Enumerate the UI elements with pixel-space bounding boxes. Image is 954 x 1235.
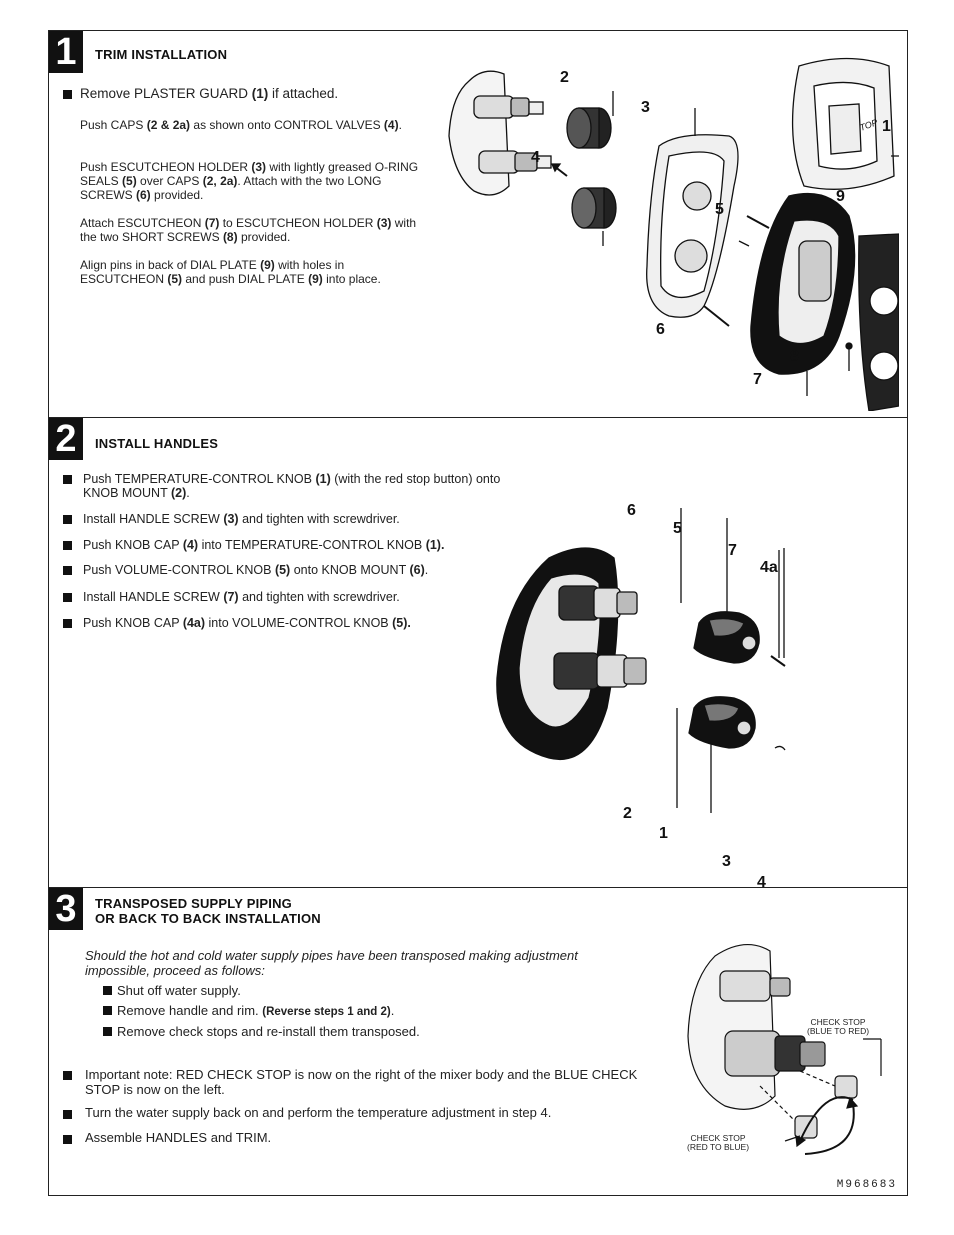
bullet-square [63,475,72,484]
section-install-handles: 2 INSTALL HANDLES Push TEMPERATURE-CONTR… [49,417,907,891]
callout-9: 9 [836,188,845,205]
callout-2: 2 [560,69,569,86]
callout-7: 7 [728,542,737,559]
bullet-square [63,515,72,524]
step-remove-handle-rim: Remove handle and rim. (Reverse steps 1 … [103,1004,394,1019]
step-number-3: 3 [49,888,83,930]
instruction-push-volume-knob: Push VOLUME-CONTROL KNOB (5) onto KNOB M… [83,563,429,577]
trim-exploded-illustration: TOP [448,57,899,411]
note-assemble-handles-trim: Assemble HANDLES and TRIM. [85,1130,272,1145]
bullet-square [63,1071,72,1080]
instruction-align-dial-plate: Align pins in back of DIAL PLATE (9) wit… [80,258,381,286]
section-title-trim-installation: TRIM INSTALLATION [95,47,228,62]
callout-7: 7 [753,371,762,388]
instruction-install-handle-screw-3: Install HANDLE SCREW (3) and tighten wit… [83,512,400,526]
bullet-square [63,1110,72,1119]
step-number-1: 1 [49,31,83,73]
instruction-install-handle-screw-7: Install HANDLE SCREW (7) and tighten wit… [83,590,400,604]
bullet-square [63,566,72,575]
instruction-push-knob-cap-4a: Push KNOB CAP (4a) into VOLUME-CONTROL K… [83,616,411,630]
bullet-square [63,1135,72,1144]
instruction-sheet: 1 TRIM INSTALLATION Remove PLASTER GUARD… [48,30,908,1196]
instruction-push-temperature-knob: Push TEMPERATURE-CONTROL KNOB (1) (with … [83,472,501,500]
document-code: M968683 [836,1179,897,1191]
check-stop-illustration [687,944,882,1155]
step-transpose-check-stops: Remove check stops and re-install them t… [103,1025,420,1039]
section-trim-installation: 1 TRIM INSTALLATION Remove PLASTER GUARD… [49,31,907,417]
callout-1: 1 [659,825,668,842]
callout-4: 4 [757,874,766,891]
callout-4a: 4a [760,559,778,576]
handles-exploded-illustration [496,508,786,813]
bullet-square [63,593,72,602]
callout-6: 6 [656,321,665,338]
callout-check-stop-red-to-blue: CHECK STOP (RED TO BLUE) [687,1133,750,1152]
section-title-transposed-supply: TRANSPOSED SUPPLY PIPING OR BACK TO BACK… [95,896,321,926]
callout-6: 6 [627,502,636,519]
callout-5: 5 [715,201,724,218]
step-shut-off-water: Shut off water supply. [103,984,241,998]
instruction-remove-plaster-guard: Remove PLASTER GUARD (1) if attached. [80,86,339,101]
instruction-push-escutcheon-holder: Push ESCUTCHEON HOLDER (3) with lightly … [80,160,419,202]
instruction-push-caps: Push CAPS (2 & 2a) as shown onto CONTROL… [80,118,402,132]
step-number-2: 2 [49,418,83,460]
instruction-attach-escutcheon: Attach ESCUTCHEON (7) to ESCUTCHEON HOLD… [80,216,417,244]
callout-3: 3 [641,99,650,116]
instruction-push-knob-cap-4: Push KNOB CAP (4) into TEMPERATURE-CONTR… [83,538,445,552]
callout-8: 8 [790,348,799,365]
callout-check-stop-blue-to-red: CHECK STOP (BLUE TO RED) [807,1017,870,1036]
bullet-square [63,90,72,99]
callout-2: 2 [623,805,632,822]
important-note-check-stops: Important note: RED CHECK STOP is now on… [85,1067,638,1097]
callout-3: 3 [722,853,731,870]
note-turn-water-back-on: Turn the water supply back on and perfor… [85,1105,552,1120]
section-title-install-handles: INSTALL HANDLES [95,436,219,451]
section-transposed-supply-piping: 3 TRANSPOSED SUPPLY PIPING OR BACK TO BA… [49,887,907,1197]
callout-4: 4 [531,149,540,166]
bullet-square [63,541,72,550]
intro-transposed-note: Should the hot and cold water supply pip… [85,948,578,978]
callout-5: 5 [673,520,682,537]
callout-1: 1 [882,118,891,135]
bullet-square [63,619,72,628]
